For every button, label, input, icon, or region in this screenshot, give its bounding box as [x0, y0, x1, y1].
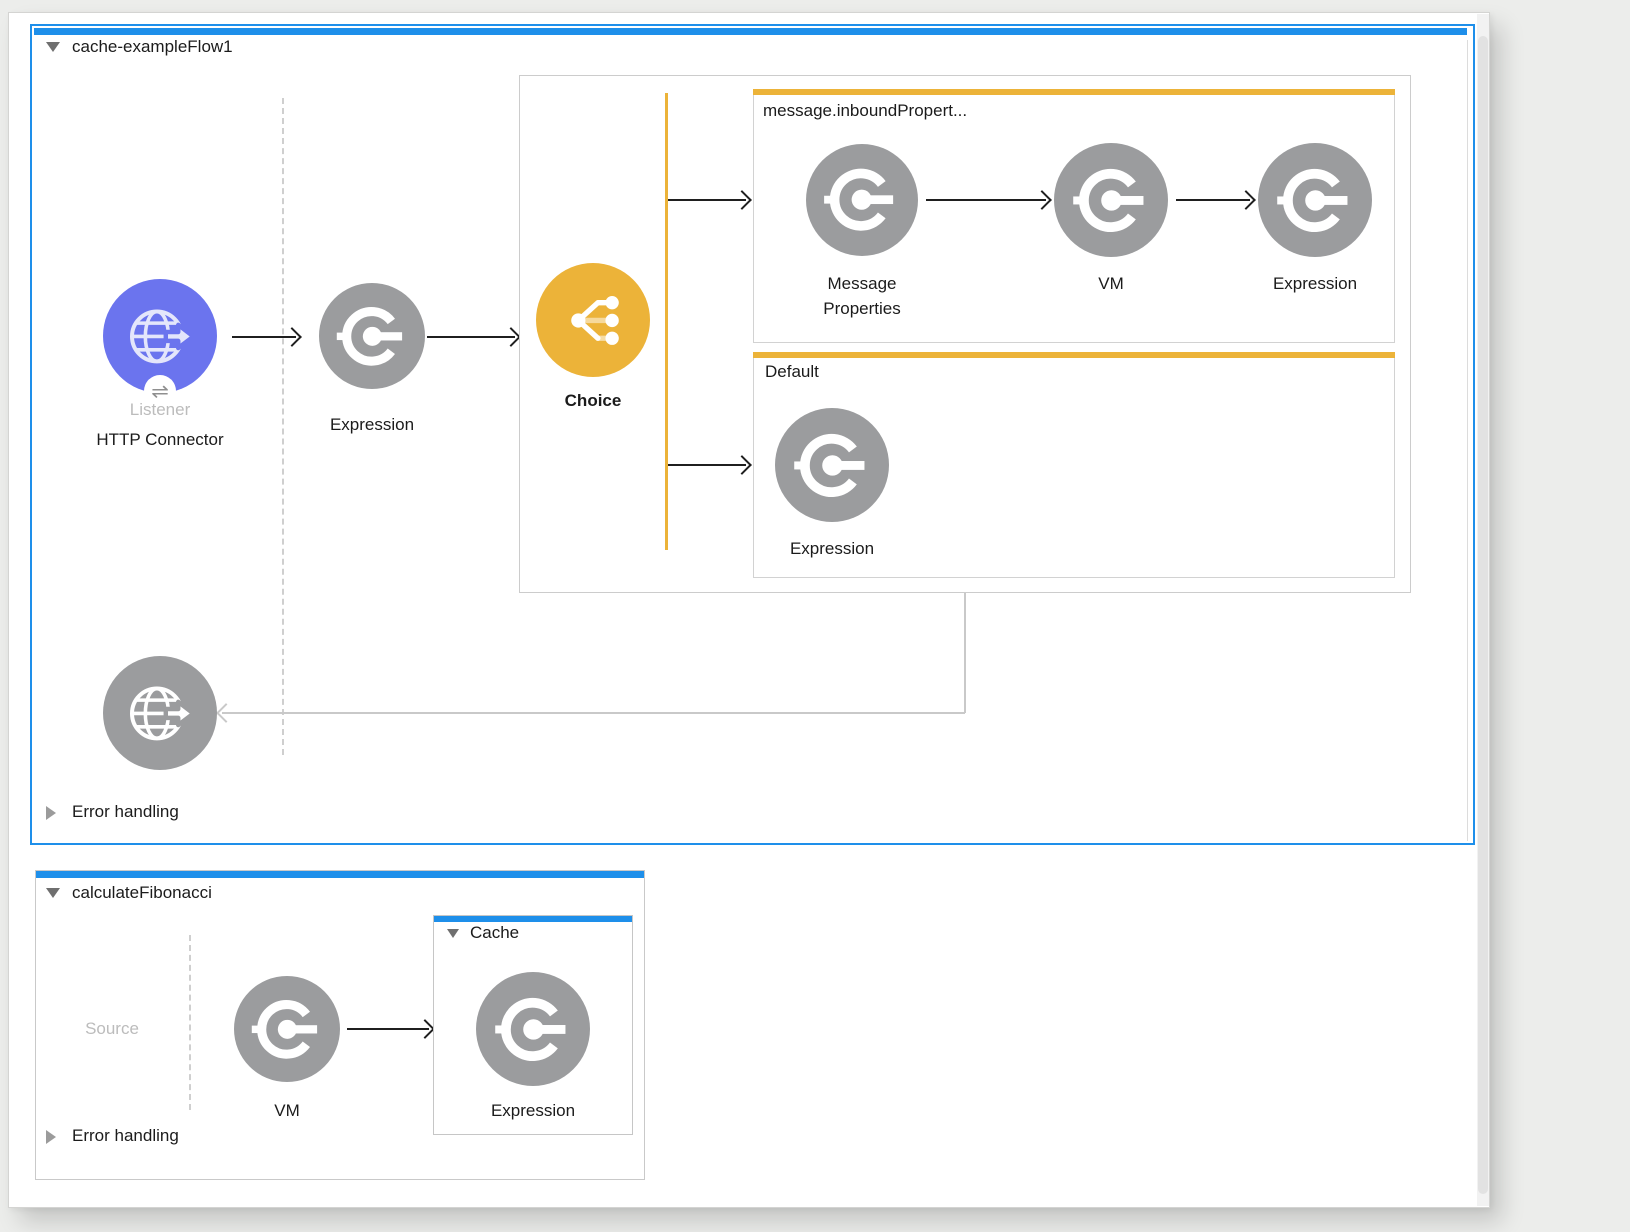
flow-arrow: [232, 336, 296, 338]
response-wire-vertical: [964, 593, 966, 713]
flow1-error-handling[interactable]: Error handling: [44, 800, 264, 826]
branch-arrow: [668, 199, 746, 201]
http-response-node[interactable]: [103, 656, 217, 770]
default-branch-label: Default: [765, 362, 819, 381]
branch1-accent-bar: [753, 89, 1395, 95]
message-properties-label: Message Properties: [823, 274, 901, 318]
cache-scope-title: Cache: [470, 923, 520, 942]
default-expression-node[interactable]: [775, 408, 889, 522]
branch1-expression-label: Expression: [1272, 274, 1358, 293]
branch1-expression-node[interactable]: [1258, 143, 1372, 257]
flow-arrow: [427, 336, 515, 338]
flow1-title: cache-exampleFlow1: [72, 37, 233, 56]
flow2-vm-node[interactable]: [234, 976, 340, 1082]
flow-arrow: [1176, 199, 1250, 201]
http-listener-node[interactable]: [103, 279, 217, 393]
expression-label: Expression: [329, 415, 415, 434]
flow1-inner-edge: [1467, 40, 1468, 841]
globe-arrow-icon: [129, 309, 196, 363]
cache-expression-label: Expression: [490, 1101, 576, 1120]
expression-node[interactable]: [319, 283, 425, 389]
vertical-scrollbar-thumb[interactable]: [1478, 36, 1488, 1194]
expression-icon: [793, 433, 865, 497]
error-handling-label: Error handling: [72, 1126, 179, 1145]
globe-arrow-icon: [129, 686, 196, 740]
flow1-collapse-icon[interactable]: [46, 42, 60, 52]
flow2-collapse-icon[interactable]: [46, 888, 60, 898]
flow-arrow: [347, 1028, 429, 1030]
two-way-exchange-icon: ⇌: [144, 375, 176, 407]
vm-node[interactable]: [1054, 143, 1168, 257]
choice-branch-rail: [665, 93, 668, 550]
expression-icon: [494, 997, 566, 1061]
error-handling-expand-icon[interactable]: [46, 806, 56, 820]
cache-accent-bar: [434, 916, 632, 922]
http-connector-label: HTTP Connector: [96, 430, 224, 449]
flow1-accent-bar: [34, 28, 1467, 35]
default-expression-label: Expression: [789, 539, 875, 558]
vm-icon: [251, 999, 317, 1059]
listener-sublabel: Listener: [129, 400, 191, 419]
branch2-accent-bar: [753, 352, 1395, 358]
choice-branch-icon: [570, 295, 619, 345]
expression-icon: [1276, 168, 1348, 232]
choice-label: Choice: [564, 391, 622, 410]
vm-icon: [1072, 168, 1144, 232]
vm-label: VM: [1098, 274, 1124, 293]
cache-expression-node[interactable]: [476, 972, 590, 1086]
message-properties-node[interactable]: [806, 144, 918, 256]
flow2-title: calculateFibonacci: [72, 883, 212, 902]
flow2-error-handling[interactable]: Error handling: [44, 1124, 264, 1150]
choice-node[interactable]: [536, 263, 650, 377]
flow1-source-separator: [282, 98, 284, 755]
flow2-accent-bar: [36, 871, 644, 878]
error-handling-expand-icon[interactable]: [46, 1130, 56, 1144]
flow-arrow: [926, 199, 1046, 201]
source-placeholder-label: Source: [85, 1019, 139, 1038]
message-properties-icon: [824, 169, 894, 231]
error-handling-label: Error handling: [72, 802, 179, 821]
expression-icon: [336, 306, 402, 366]
flow2-vm-label: VM: [274, 1101, 300, 1120]
branch1-condition-label: message.inboundPropert...: [763, 101, 968, 120]
cache-collapse-icon[interactable]: [447, 929, 459, 938]
branch-arrow: [668, 464, 746, 466]
response-wire-arrow: [222, 712, 965, 714]
flow2-source-separator: [189, 935, 191, 1110]
